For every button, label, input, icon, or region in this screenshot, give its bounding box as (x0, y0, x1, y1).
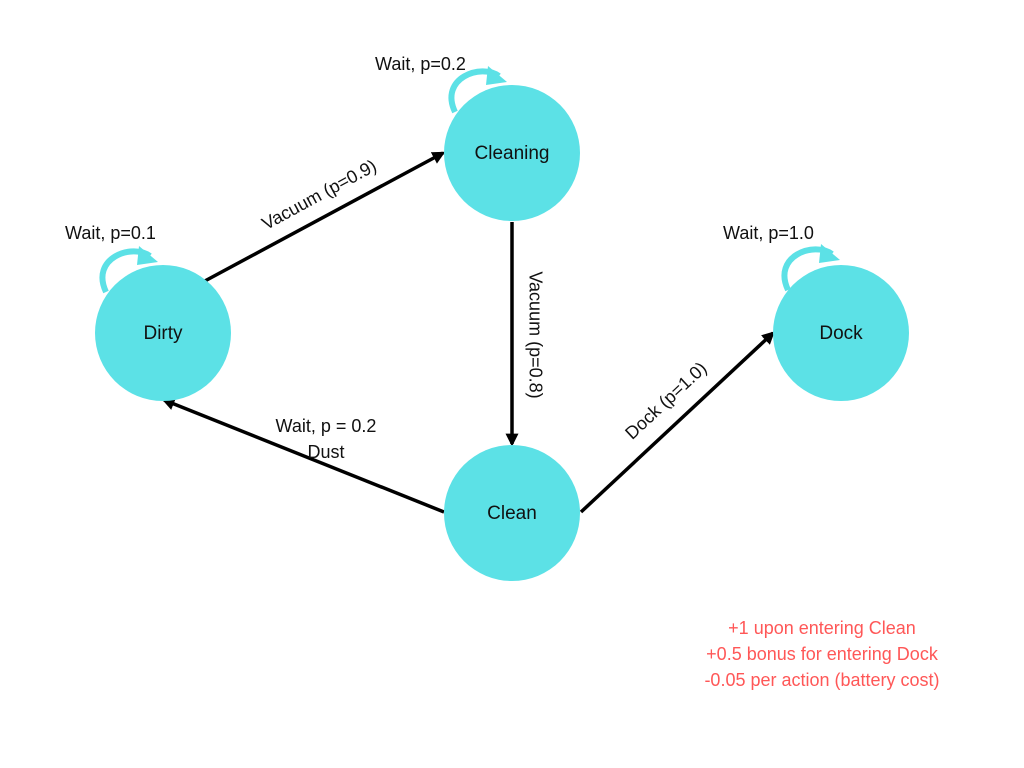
reward-line: +1 upon entering Clean (728, 618, 916, 638)
state-label-dirty: Dirty (143, 323, 183, 344)
state-label-dock: Dock (819, 323, 863, 344)
edge-label-clean-to-dirty-line2: Dust (307, 442, 344, 462)
state-node-cleaning (444, 85, 580, 221)
edge-label-dirty-to-cleaning: Vacuum (p=0.9) (258, 156, 379, 234)
edge-label-clean-to-dirty-line1: Wait, p = 0.2 (276, 416, 377, 436)
self-loop-label-dock: Wait, p=1.0 (723, 223, 814, 243)
reward-line: +0.5 bonus for entering Dock (706, 644, 939, 664)
state-node-dirty (95, 265, 231, 401)
edge-clean-to-dirty (161, 397, 445, 514)
self-loop-label-dirty: Wait, p=0.1 (65, 223, 156, 243)
edge-label-cleaning-to-clean: Vacuum (p=0.8) (525, 271, 545, 398)
state-label-clean: Clean (487, 503, 537, 524)
state-node-clean (444, 445, 580, 581)
reward-notes: +1 upon entering Clean +0.5 bonus for en… (704, 618, 939, 690)
state-label-cleaning: Cleaning (475, 143, 550, 164)
self-loop-dirty (99, 246, 158, 294)
reward-line: -0.05 per action (battery cost) (704, 670, 939, 690)
state-node-dock (773, 265, 909, 401)
self-loop-cleaning (448, 66, 507, 114)
edge-label-clean-to-dock: Dock (p=1.0) (621, 358, 710, 443)
self-loop-label-cleaning: Wait, p=0.2 (375, 54, 466, 74)
edge-dirty-to-cleaning (202, 151, 446, 284)
edge-clean-to-dock (579, 331, 775, 514)
self-loop-dock (781, 244, 840, 292)
